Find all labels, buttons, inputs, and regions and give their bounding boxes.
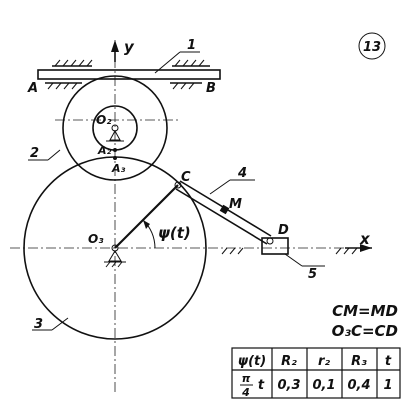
slider-guide-hatch [221, 247, 358, 255]
crank-o3c [114, 184, 179, 249]
wheel-3 [23, 156, 207, 340]
parameters-table: ψ(t) R₂ r₂ R₃ t π 4 t 0,3 0,1 0,4 1 [231, 347, 401, 399]
part-label-2: 2 [30, 146, 39, 161]
point-o2-label: O₂ [96, 113, 112, 127]
x-axis-arrowhead [360, 244, 372, 252]
point-d-joint [266, 237, 274, 245]
table-value-small-r2: 0,1 [312, 378, 335, 393]
table-value-r3: 0,4 [347, 378, 370, 393]
problem-number: 13 [363, 40, 381, 55]
point-m-marker [219, 204, 230, 215]
upper-right-guide-hatch [172, 59, 210, 67]
point-d-label: D [278, 223, 289, 238]
label-2-leader [47, 149, 61, 161]
slider-d [261, 237, 289, 255]
o3-support-hatch [104, 261, 126, 268]
table-header-r2: R₂ [281, 354, 297, 369]
condition-cm-md: CM=MD [332, 302, 398, 320]
o2-support [109, 129, 121, 141]
lower-left-guide-hatch [45, 82, 82, 90]
part-label-3: 3 [34, 317, 43, 332]
problem-number-circle [358, 32, 386, 60]
condition-o3c-cd: O₃C=CD [332, 322, 398, 340]
label-5-leader [284, 253, 303, 267]
upper-left-guide-hatch [52, 59, 93, 67]
table-value-t: 1 [383, 378, 392, 393]
x-axis-label: x [359, 230, 371, 248]
label-3-leader [51, 317, 69, 331]
o3-support [108, 250, 122, 262]
part-label-1: 1 [187, 38, 196, 53]
y-axis-arrowhead [111, 40, 119, 52]
angle-psi-arrowhead [143, 220, 150, 229]
point-a2-label: A₂ [97, 144, 112, 157]
point-a3-label: A₃ [111, 162, 126, 175]
part-label-4: 4 [237, 166, 247, 181]
point-m-label: M [229, 197, 242, 212]
rack-body [37, 69, 221, 80]
table-psi-denominator: 4 [241, 386, 250, 399]
part-label-5: 5 [308, 267, 317, 282]
point-a2-dot [113, 148, 117, 152]
point-c-joint [174, 181, 182, 189]
label-4-leader [209, 179, 231, 195]
table-value-r2: 0,3 [277, 378, 300, 393]
y-axis-label: y [124, 38, 135, 56]
table-header-psi: ψ(t) [238, 354, 266, 369]
lower-right-guide-hatch [170, 82, 202, 90]
table-header-t: t [385, 354, 392, 369]
point-c-label: C [181, 170, 191, 185]
point-o3-label: O₃ [88, 232, 104, 246]
table-header-r3: R₃ [351, 354, 367, 369]
wheel-2-outer [62, 75, 168, 181]
angle-psi-label: ψ(t) [158, 224, 191, 242]
point-a-label: A [27, 81, 38, 96]
label-1-leader [154, 51, 181, 74]
table-psi-numerator: π [242, 372, 251, 385]
table-psi-variable: t [258, 378, 265, 393]
point-b-label: B [206, 81, 216, 96]
table-header-small-r2: r₂ [318, 354, 330, 369]
